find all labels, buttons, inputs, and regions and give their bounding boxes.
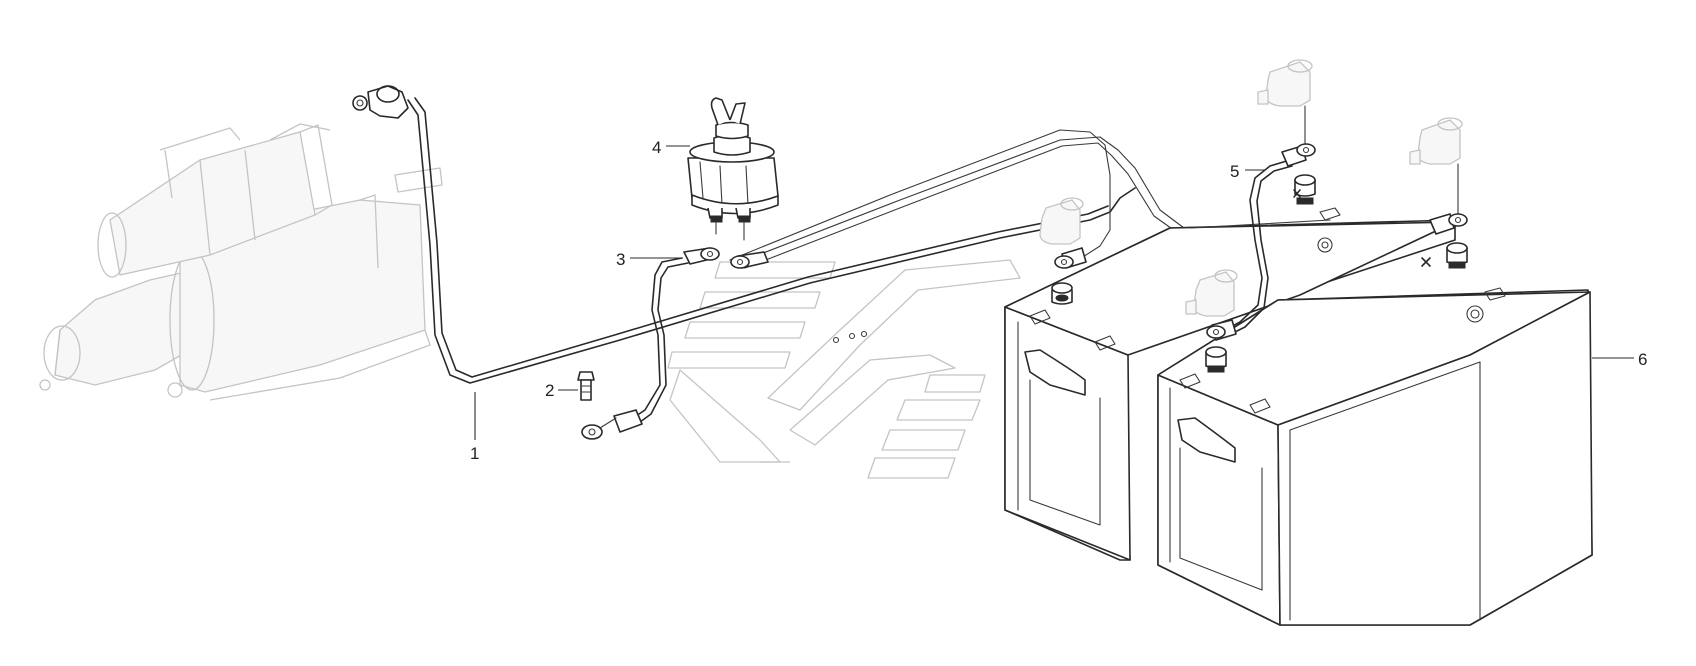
- battery-rear-terminals: [1051, 174, 1316, 305]
- callout-1: 1: [470, 444, 479, 463]
- battery-disconnect-switch: [687, 97, 779, 241]
- callout-6: 6: [1638, 350, 1647, 369]
- callout-labels: 1 2 3 4 5 6: [470, 138, 1647, 463]
- callout-leaders: [474, 145, 1634, 440]
- callout-4: 4: [652, 138, 661, 157]
- mounting-bolt: [577, 371, 595, 401]
- starter-motor-ghost: [39, 123, 443, 401]
- battery-front: [1157, 287, 1593, 626]
- terminal-caps-ghost: [1039, 59, 1463, 317]
- callout-3: 3: [616, 250, 625, 269]
- callout-5: 5: [1230, 162, 1239, 181]
- starter-cable: [407, 97, 1441, 384]
- callout-2: 2: [545, 381, 554, 400]
- battery-link-cable: [832, 143, 1468, 344]
- switch-ground-cable: [581, 247, 769, 440]
- frame-outline-ghost: [667, 259, 1021, 479]
- starter-terminal-eyelet: [352, 85, 409, 119]
- battery-front-terminals: [1205, 189, 1468, 373]
